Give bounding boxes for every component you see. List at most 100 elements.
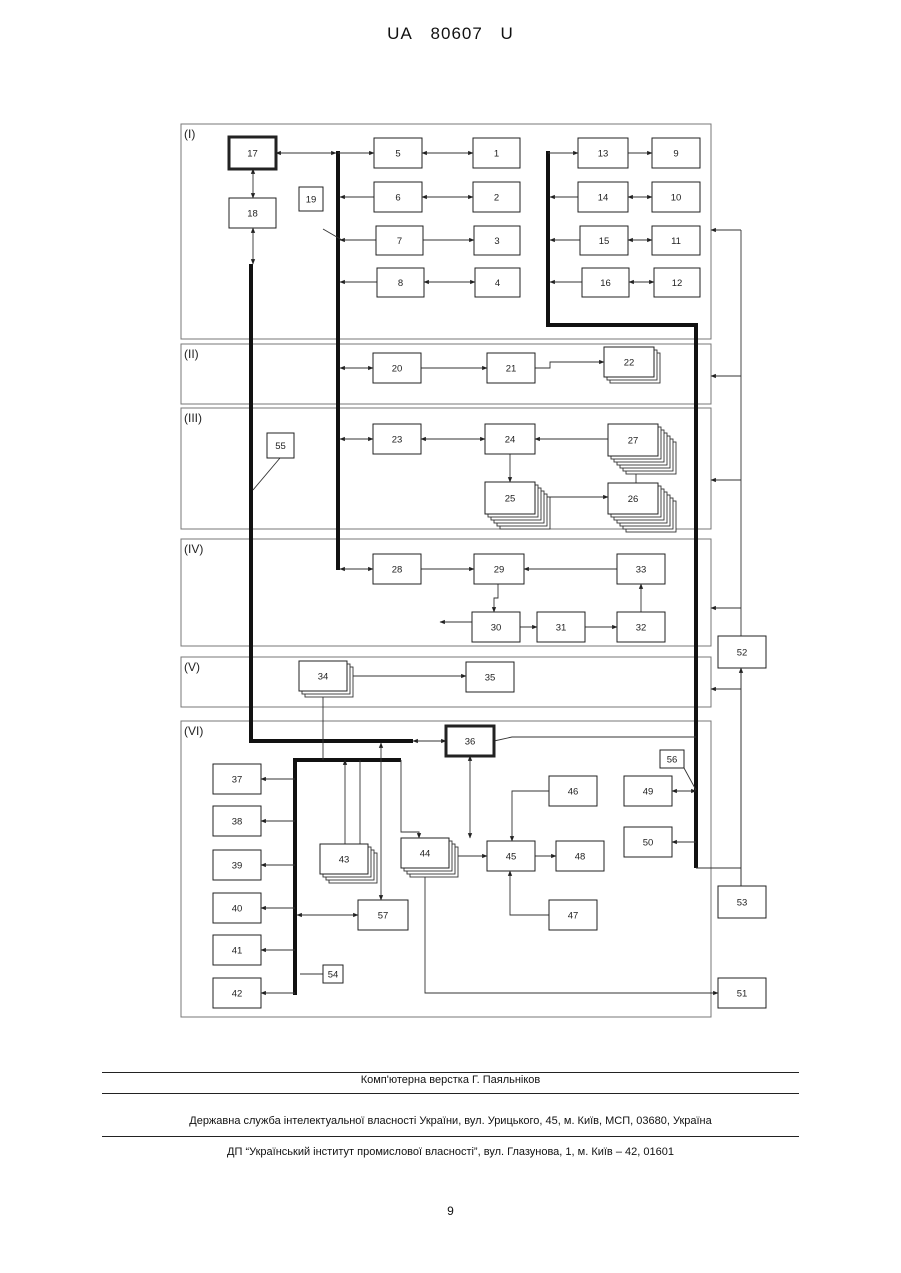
section-label: (III): [184, 411, 202, 425]
block-label: 4: [495, 278, 500, 289]
block-label: 17: [247, 149, 258, 160]
block-36: 36: [446, 726, 494, 756]
block-label: 26: [628, 494, 639, 505]
block-label: 31: [556, 623, 567, 634]
block-7: 7: [376, 226, 423, 255]
block-35: 35: [466, 662, 514, 692]
footer-divider: [102, 1136, 799, 1137]
block-30: 30: [472, 612, 520, 642]
connector-line: [696, 868, 741, 886]
block-label: 57: [378, 911, 389, 922]
block-label: 8: [398, 278, 403, 289]
block-44: 44: [401, 838, 458, 877]
layout-credit: Комп'ютерна верстка Г. Паяльніков: [0, 1074, 901, 1086]
block-label: 11: [671, 236, 681, 247]
block-4: 4: [475, 268, 520, 297]
block-label: 5: [395, 149, 400, 160]
block-46: 46: [549, 776, 597, 806]
block-label: 13: [598, 149, 609, 160]
block-55: 55: [267, 433, 294, 458]
block-50: 50: [624, 827, 672, 857]
block-11: 11: [652, 226, 700, 255]
block-label: 48: [575, 852, 586, 863]
block-label: 18: [247, 209, 258, 220]
connector-line: [510, 871, 549, 915]
block-12: 12: [654, 268, 700, 297]
block-label: 53: [737, 898, 748, 909]
block-48: 48: [556, 841, 604, 871]
block-53: 53: [718, 886, 766, 918]
block-26: 26: [608, 483, 676, 532]
connector-line: [512, 791, 549, 841]
block-label: 24: [505, 435, 516, 446]
block-32: 32: [617, 612, 665, 642]
block-20: 20: [373, 353, 421, 383]
block-25: 25: [485, 482, 550, 529]
block-label: 41: [232, 946, 243, 957]
block-54: 54: [323, 965, 343, 983]
block-2: 2: [473, 182, 520, 212]
block-23: 23: [373, 424, 421, 454]
block-label: 36: [465, 737, 476, 748]
block-label: 6: [395, 193, 400, 204]
block-34: 34: [299, 661, 353, 697]
block-22: 22: [604, 347, 660, 383]
block-33: 33: [617, 554, 665, 584]
block-label: 20: [392, 364, 403, 375]
block-10: 10: [652, 182, 700, 212]
block-40: 40: [213, 893, 261, 923]
block-9: 9: [652, 138, 700, 168]
block-6: 6: [374, 182, 422, 212]
block-51: 51: [718, 978, 766, 1008]
connector-line: [253, 458, 280, 490]
block-label: 55: [275, 441, 286, 452]
block-label: 25: [505, 494, 516, 505]
office-address: Державна служба інтелектуальної власност…: [0, 1115, 901, 1127]
block-label: 54: [328, 970, 339, 981]
institute-address: ДП “Український інститут промислової вла…: [0, 1146, 901, 1158]
section-label: (V): [184, 660, 200, 674]
block-label: 50: [643, 838, 654, 849]
page-number: 9: [0, 1204, 901, 1218]
block-label: 1: [494, 149, 499, 160]
block-49: 49: [624, 776, 672, 806]
block-14: 14: [578, 182, 628, 212]
block-label: 10: [671, 193, 682, 204]
section-panel: [181, 657, 711, 707]
block-label: 43: [339, 855, 350, 866]
block-label: 35: [485, 673, 496, 684]
block-label: 7: [397, 236, 402, 247]
block-13: 13: [578, 138, 628, 168]
block-37: 37: [213, 764, 261, 794]
block-1: 1: [473, 138, 520, 168]
block-29: 29: [474, 554, 524, 584]
block-8: 8: [377, 268, 424, 297]
block-label: 22: [624, 358, 635, 369]
section-label: (VI): [184, 724, 203, 738]
section-label: (I): [184, 127, 195, 141]
block-label: 30: [491, 623, 502, 634]
block-24: 24: [485, 424, 535, 454]
block-18: 18: [229, 198, 276, 228]
block-47: 47: [549, 900, 597, 930]
block-label: 37: [232, 775, 243, 786]
block-label: 32: [636, 623, 647, 634]
block-41: 41: [213, 935, 261, 965]
block-56: 56: [660, 750, 684, 768]
block-label: 34: [318, 672, 329, 683]
block-52: 52: [718, 636, 766, 668]
block-label: 2: [494, 193, 499, 204]
block-57: 57: [358, 900, 408, 930]
block-label: 47: [568, 911, 579, 922]
block-label: 3: [494, 236, 499, 247]
block-label: 9: [673, 149, 678, 160]
section-label: (IV): [184, 542, 203, 556]
block-27: 27: [608, 424, 676, 474]
block-3: 3: [474, 226, 520, 255]
block-label: 15: [599, 236, 610, 247]
block-label: 39: [232, 861, 243, 872]
block-label: 45: [506, 852, 517, 863]
block-label: 19: [306, 195, 317, 206]
connector-line: [494, 584, 498, 612]
block-16: 16: [582, 268, 629, 297]
